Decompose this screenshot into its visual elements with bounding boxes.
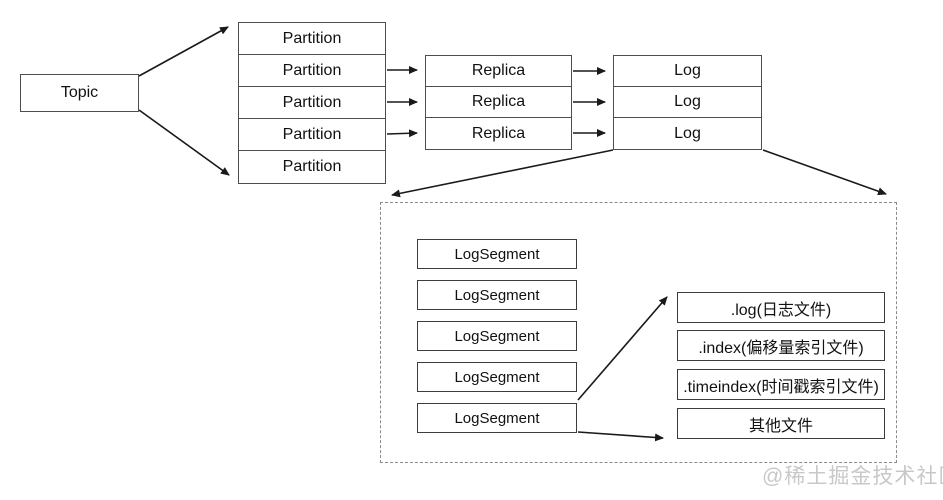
watermark: @稀土掘金技术社区: [762, 465, 943, 488]
arrow-topic-to-partition-top: [138, 26, 229, 77]
replica-stack: Replica Replica Replica: [425, 55, 572, 150]
log-segment-box: LogSegment: [417, 280, 577, 310]
arrow-topic-to-partition-bottom: [138, 109, 230, 176]
log-detail-panel: [380, 202, 897, 463]
file-box-log: .log(日志文件): [677, 292, 885, 323]
log-segment-box: LogSegment: [417, 321, 577, 351]
file-box-timeindex: .timeindex(时间戳索引文件): [677, 369, 885, 400]
replica-row: Replica: [426, 56, 571, 87]
file-box-other: 其他文件: [677, 408, 885, 439]
partition-stack: Partition Partition Partition Partition …: [238, 22, 386, 184]
log-segment-box: LogSegment: [417, 362, 577, 392]
file-box-index: .index(偏移量索引文件): [677, 330, 885, 361]
log-segment-box: LogSegment: [417, 403, 577, 433]
partition-row: Partition: [239, 55, 385, 87]
log-row: Log: [614, 118, 761, 149]
replica-row: Replica: [426, 87, 571, 118]
node-topic: Topic: [20, 74, 139, 112]
log-row: Log: [614, 87, 761, 118]
partition-row: Partition: [239, 151, 385, 183]
arrow-log-to-panel-right: [762, 149, 887, 196]
partition-row: Partition: [239, 119, 385, 151]
log-segment-box: LogSegment: [417, 239, 577, 269]
partition-row: Partition: [239, 23, 385, 55]
log-row: Log: [614, 56, 761, 87]
arrow-log-to-panel-left: [391, 149, 614, 198]
replica-row: Replica: [426, 118, 571, 149]
arrow-partition-to-replica-3: [386, 129, 418, 138]
partition-row: Partition: [239, 87, 385, 119]
log-stack: Log Log Log: [613, 55, 762, 150]
node-topic-label: Topic: [60, 84, 99, 101]
